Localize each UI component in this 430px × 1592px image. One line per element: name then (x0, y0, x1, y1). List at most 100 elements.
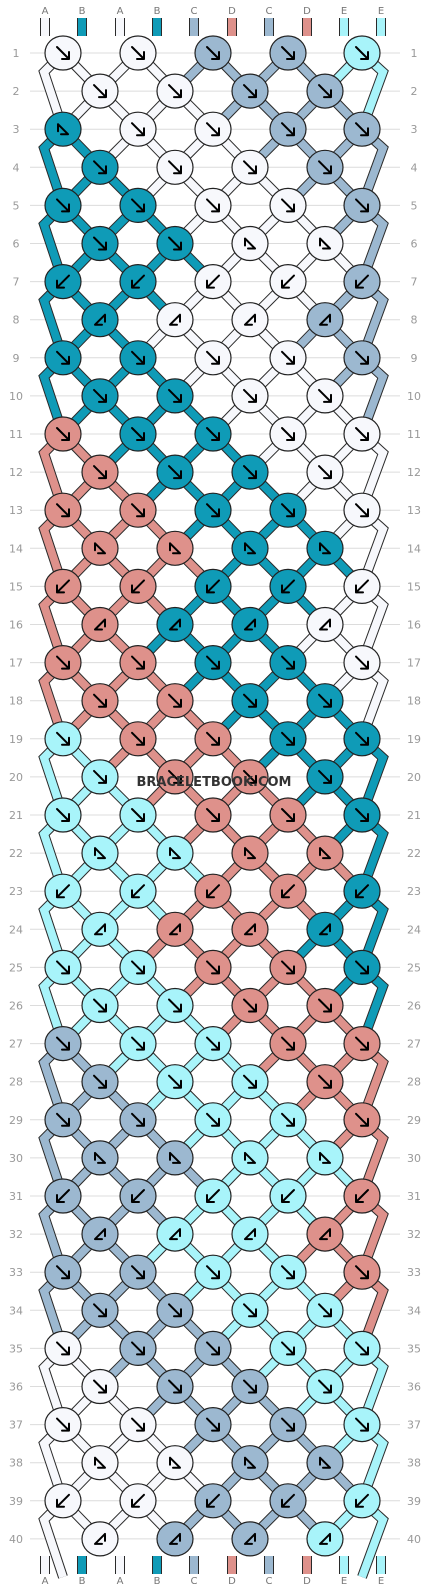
knot (231, 225, 269, 262)
row-label-left: 18 (9, 695, 23, 708)
knot-arrow-icon (131, 122, 145, 137)
knot-arrow-icon (355, 884, 369, 899)
row-label-right: 26 (407, 1000, 421, 1013)
string-bottom: A (115, 1556, 125, 1587)
row-label-left: 30 (9, 1152, 23, 1165)
knot (156, 1368, 194, 1405)
string-top-letter: D (303, 6, 311, 17)
knot-arrow-icon (56, 884, 70, 899)
knot (306, 1216, 344, 1252)
string-bottom: E (339, 1556, 349, 1587)
row-label-right: 14 (407, 542, 421, 555)
row-label-left: 35 (9, 1342, 23, 1355)
knot-arrow-icon (56, 579, 70, 594)
knot-arrow-icon (131, 1493, 145, 1508)
row-label-left: 40 (9, 1533, 23, 1546)
knot-arrow-icon (169, 1228, 181, 1241)
knot-arrow-icon (281, 46, 295, 60)
knot (231, 1445, 269, 1481)
row-label-right: 31 (407, 1190, 421, 1203)
row-label-right: 19 (407, 733, 421, 746)
knot (231, 1521, 269, 1557)
row-label-right: 10 (407, 390, 421, 403)
knot-arrow-icon (169, 1151, 181, 1164)
knot (194, 1102, 232, 1138)
row-label-left: 38 (9, 1457, 23, 1470)
string-bottom: E (376, 1556, 386, 1587)
knot-arrow-icon (206, 503, 220, 518)
knot-arrow-icon (206, 1341, 220, 1356)
string-top-letter: B (154, 6, 161, 17)
knot (44, 797, 82, 833)
knot-arrow-icon (57, 123, 69, 136)
knot (306, 378, 344, 414)
row-label-right: 38 (407, 1457, 421, 1470)
knot-arrow-icon (131, 1341, 145, 1356)
knot-arrow-icon (355, 350, 369, 365)
knot-arrow-icon (206, 1265, 220, 1280)
knot-arrow-icon (169, 847, 181, 860)
string-bottom-letter: D (228, 1576, 236, 1587)
knot (231, 1292, 269, 1328)
string-top-letter: B (79, 6, 86, 17)
string-top-letter: D (228, 6, 236, 17)
knot-arrow-icon (131, 503, 145, 518)
knot (269, 416, 307, 452)
row-label-right: 3 (411, 123, 418, 136)
knot (156, 1445, 194, 1481)
knot-arrow-icon (168, 84, 182, 99)
knot-arrow-icon (131, 46, 145, 60)
knot-arrow-icon (56, 1341, 70, 1356)
knot-arrow-icon (206, 350, 220, 365)
knot-arrow-icon (244, 847, 256, 860)
knot-arrow-icon (131, 655, 145, 670)
knot (194, 416, 232, 452)
knot (81, 1292, 119, 1328)
knot-arrow-icon (93, 1379, 107, 1394)
knot (306, 225, 344, 262)
knot (156, 1216, 194, 1252)
knot-arrow-icon (56, 427, 70, 441)
knot-arrow-icon (169, 313, 181, 326)
knot-arrow-icon (168, 1303, 182, 1318)
knot (156, 683, 194, 719)
string-bottom-letter: E (378, 1576, 384, 1587)
knot (306, 1292, 344, 1328)
knot (231, 911, 269, 947)
knot (119, 35, 157, 71)
knot (156, 225, 194, 262)
string-bottom: B (152, 1556, 162, 1587)
knot-arrow-icon (244, 1151, 256, 1164)
string-top: C (189, 6, 199, 36)
row-label-left: 22 (9, 847, 23, 860)
knot-arrow-icon (355, 1265, 369, 1280)
knot-arrow-icon (318, 769, 332, 784)
knot-arrow-icon (206, 884, 220, 899)
knot (231, 987, 269, 1024)
knot (81, 1445, 119, 1481)
knot (343, 264, 381, 300)
knot-arrow-icon (243, 1303, 257, 1318)
string-bottom-letter: C (266, 1576, 273, 1587)
string-bottom: B (77, 1556, 87, 1587)
knot-arrow-icon (281, 1112, 295, 1127)
knot (44, 187, 82, 223)
knot (44, 340, 82, 376)
knot-arrow-icon (131, 198, 145, 213)
knot-arrow-icon (206, 1417, 220, 1432)
knot (81, 987, 119, 1024)
knot-arrow-icon (281, 731, 295, 746)
row-label-left: 23 (9, 885, 23, 898)
string-top-letter: C (191, 6, 198, 17)
knot-arrow-icon (318, 693, 332, 708)
knot (231, 683, 269, 719)
string-top-letter: A (117, 6, 124, 17)
knot-arrow-icon (168, 388, 182, 403)
row-label-left: 16 (9, 619, 23, 632)
knot-arrow-icon (56, 198, 70, 213)
row-label-left: 21 (9, 809, 23, 822)
row-label-right: 9 (411, 352, 418, 365)
knot (119, 1025, 157, 1062)
knot-arrow-icon (206, 1036, 220, 1051)
